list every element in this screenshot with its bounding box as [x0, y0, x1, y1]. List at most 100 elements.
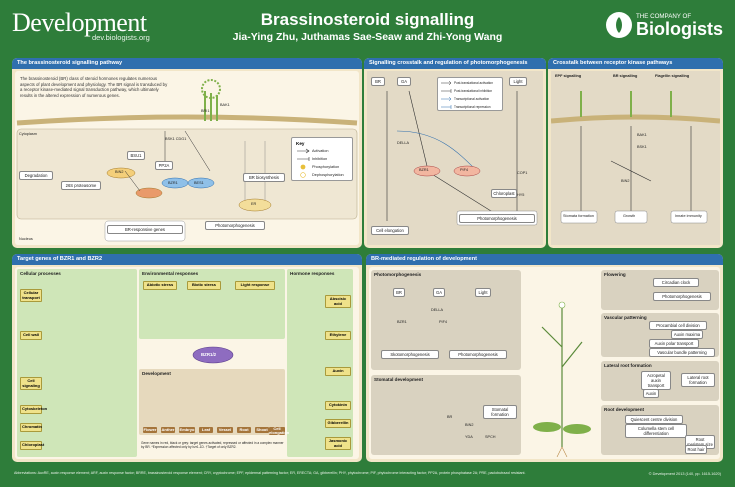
- node-degradation: Degradation: [19, 171, 53, 180]
- label-bzr1: BZR1: [397, 320, 407, 324]
- label-della: DELLA: [431, 308, 444, 312]
- label-bsk: BSK1 CDG1: [165, 137, 187, 141]
- node-light: Light: [475, 288, 491, 297]
- journal-logo[interactable]: Development: [12, 8, 147, 37]
- root-development-box: Root development Quiescent centre divisi…: [601, 405, 719, 455]
- label-bin2: BIN2: [465, 423, 474, 427]
- category-chromatin: Chromatin: [20, 423, 42, 432]
- node-br-biosynthesis: BR biosynthesis: [243, 173, 285, 182]
- key-ptm-activation: Post-translational activation: [454, 81, 493, 85]
- node-bsu1: BSU1: [127, 151, 145, 160]
- node-proteasome: 26S proteasome: [61, 181, 101, 190]
- node-acropetal: Acropetal auxin transport: [641, 371, 671, 390]
- hormone-responses-box: Hormone responses Abscisic acid Ethylene…: [287, 269, 353, 457]
- publisher-name[interactable]: Biologists: [636, 19, 724, 39]
- key-box: Post-translational activation Post-trans…: [437, 77, 503, 111]
- panel-body: The brassinosteroid (BR) class of steroi…: [15, 71, 359, 245]
- label-bri1: BRI1: [201, 109, 210, 113]
- category-abiotic-stress: Abiotic stress: [143, 281, 177, 290]
- node-skotomorphogenesis: Skotomorphogenesis: [381, 350, 439, 359]
- category-auxin: Auxin: [325, 367, 351, 376]
- label-spch: SPCH: [485, 435, 496, 439]
- label-pif4: PIF4: [460, 168, 469, 172]
- stomatal-development-box: Stomatal development BR BIN2 SPCH YDA St…: [371, 375, 521, 455]
- hormone-title: Hormone responses: [290, 271, 335, 276]
- abbreviations: Abbreviations: AuxRE, auxin response ele…: [14, 471, 526, 475]
- label-er: ER: [251, 202, 257, 206]
- vascular-title: Vascular patterning: [604, 315, 647, 320]
- label-epf-signalling: EPF signalling: [555, 74, 582, 78]
- panel-body: Photomorphogenesis BR GA Light BZR1 DELL…: [369, 267, 720, 459]
- key-ptm-inhibition: Post-translational inhibition: [454, 89, 493, 93]
- panel-title: The brassinosteroid signalling pathway: [12, 58, 362, 69]
- category-cell-elongation: Cell elongation: [269, 426, 290, 436]
- node-columella: Columella stem cell differentiation: [625, 424, 687, 438]
- development-box: Development Flower Anther Embryo Leaf Ve…: [139, 369, 285, 435]
- node-auxin-maxima: Auxin maxima: [671, 330, 703, 339]
- category-jasmonic-acid: Jasmonic acid: [325, 437, 351, 451]
- label-yda: YDA: [465, 435, 473, 439]
- node-chloroplast: Chloroplast: [491, 189, 517, 198]
- bzr-center-label: BZR1/2: [201, 352, 217, 357]
- node-auxin-transport: Auxin polar transport: [649, 339, 699, 348]
- node-auxin: Auxin: [643, 389, 659, 398]
- category-light-response: Light response: [235, 281, 275, 290]
- vascular-box: Vascular patterning Procambial cell divi…: [601, 313, 719, 357]
- label-br: BR: [447, 415, 453, 419]
- node-br-genes: BR-responsive genes: [107, 225, 183, 234]
- root-title: Root development: [604, 407, 645, 412]
- category-shoot: Shoot: [255, 427, 269, 433]
- category-embryo: Embryo: [179, 427, 195, 433]
- category-gibberellin: Gibberellin: [325, 419, 351, 428]
- photomorphogenesis-box: Photomorphogenesis BR GA Light BZR1 DELL…: [371, 270, 521, 370]
- node-stomata-formation: Stomata formation: [563, 214, 595, 218]
- label-bak1: BAK1: [220, 103, 230, 107]
- poster-title: Brassinosteroid signalling: [260, 10, 475, 29]
- pathway-diagram: [16, 79, 358, 242]
- publisher-logo-icon: [606, 12, 632, 38]
- node-qc-division: Quiescent centre division: [625, 415, 683, 424]
- node-vascular-patterning: Vascular bundle patterning: [649, 348, 715, 357]
- category-cellular-transport: Cellular transport: [20, 289, 42, 303]
- poster-authors: Jia-Ying Zhu, Juthamas Sae-Seaw and Zhi-…: [232, 31, 503, 43]
- cellular-processes-title: Cellular processes: [20, 271, 61, 276]
- node-innate-immunity: Innate immunity: [675, 214, 702, 218]
- category-biotic-stress: Biotic stress: [187, 281, 221, 290]
- key-tx-repression: Transcriptional repression: [454, 105, 491, 109]
- environmental-title: Environmental responses: [142, 271, 199, 276]
- bzr-center-icon: [192, 346, 234, 364]
- node-light: Light: [509, 77, 527, 86]
- environmental-responses-box: Environmental responses Abiotic stress B…: [139, 269, 285, 339]
- category-vessel: Vessel: [217, 427, 233, 433]
- label-pif4: PIF4: [439, 320, 448, 324]
- flowering-box: Flowering Circadian clock Photomorphogen…: [601, 270, 719, 310]
- label-flagellin-signalling: Flagellin signalling: [655, 74, 690, 78]
- label-bak1: BAK1: [637, 133, 647, 137]
- category-ethylene: Ethylene: [325, 331, 351, 340]
- node-pp2a: PP2A: [155, 161, 173, 170]
- node-procambial: Procambial cell division: [649, 321, 707, 330]
- node-photomorphogenesis: Photomorphogenesis: [653, 292, 711, 301]
- category-cytoskeleton: Cytoskeleton: [20, 405, 47, 414]
- node-photomorphogenesis: Photomorphogenesis: [459, 214, 535, 223]
- node-cell-elongation: Cell elongation: [371, 226, 409, 235]
- panel-title: BR-mediated regulation of development: [366, 254, 723, 265]
- panel-br-pathway: The brassinosteroid signalling pathway T…: [12, 58, 362, 248]
- category-cell-wall: Cell wall: [20, 331, 42, 340]
- label-cytoplasm: Cytoplasm: [19, 132, 37, 136]
- key-box: Key Activation Inhibition Phosphorylatio…: [291, 137, 353, 181]
- legend-note: Gene names in red, black or grey: target…: [141, 441, 284, 449]
- panel-development-regulation: BR-mediated regulation of development Ph…: [366, 254, 723, 462]
- development-title: Development: [142, 371, 171, 376]
- node-growth: Growth: [623, 214, 636, 218]
- journal-url[interactable]: dev.biologists.org: [92, 33, 150, 42]
- cellular-processes-box: Cellular processes Cellular transport Ce…: [17, 269, 137, 457]
- lateral-root-box: Lateral root formation Acropetal auxin t…: [601, 361, 719, 401]
- flowering-title: Flowering: [604, 272, 626, 277]
- key-symbols: [441, 81, 452, 109]
- label-br-signalling: BR signalling: [613, 74, 638, 78]
- label-nucleus: Nucleus: [19, 237, 33, 241]
- footer: Abbreviations: AuxRE, auxin response ele…: [0, 465, 735, 487]
- category-abscisic-acid: Abscisic acid: [325, 295, 351, 309]
- panel-body: BR GA Light BZR1 PIF4 DELLA COP1 HY5 Cel…: [367, 71, 543, 245]
